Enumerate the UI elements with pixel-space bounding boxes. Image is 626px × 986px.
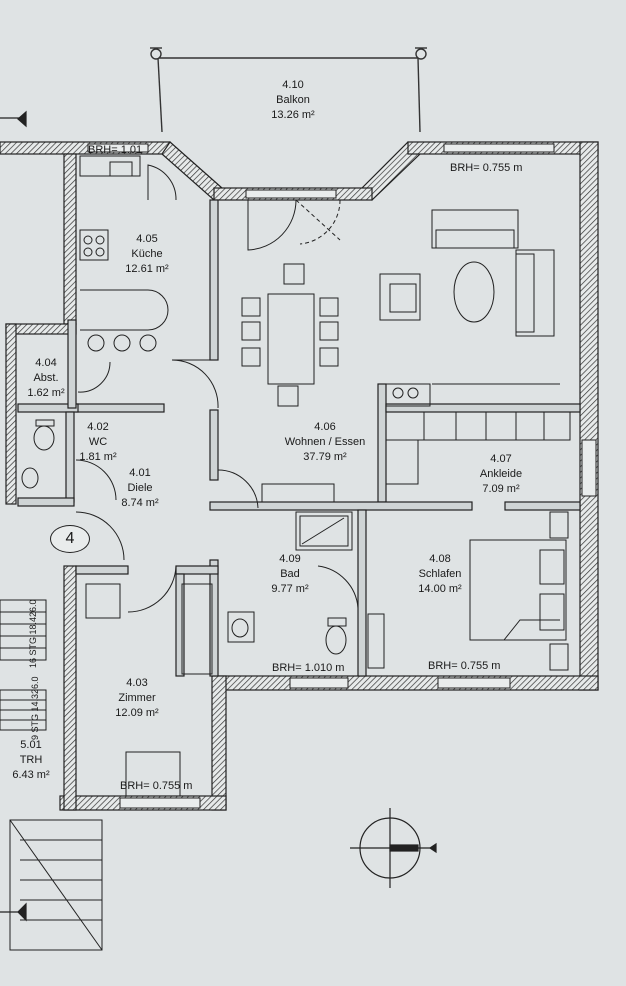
interior-walls bbox=[17, 199, 581, 677]
windows bbox=[87, 143, 597, 809]
room-label-abst: 4.04 Abst. 1.62 m² bbox=[27, 357, 65, 399]
room-label-diele: 4.01 Diele 8.74 m² bbox=[121, 467, 159, 509]
sill-height-bedroom: BRH= 0.755 m bbox=[428, 660, 501, 672]
sill-height-living: BRH= 0.755 m bbox=[450, 162, 523, 174]
dining-set bbox=[241, 263, 339, 407]
room-label-balkon: 4.10 Balkon 13.26 m² bbox=[271, 79, 315, 121]
sill-height-bath: BRH= 1.010 m bbox=[272, 662, 345, 674]
room-label-ankleide: 4.07 Ankleide 7.09 m² bbox=[479, 453, 523, 495]
room-label-schlafen: 4.08 Schlafen 14.00 m² bbox=[418, 553, 462, 595]
room-label-zimmer: 4.03 Zimmer 12.09 m² bbox=[115, 677, 159, 719]
wardrobe bbox=[385, 411, 571, 485]
room-furniture bbox=[85, 583, 213, 797]
room-label-wohnen: 4.06 Wohnen / Essen 37.79 m² bbox=[284, 421, 366, 463]
bed bbox=[469, 511, 569, 671]
kitchen-fixtures bbox=[79, 155, 169, 352]
room-label-trh: 5.01 TRH 6.43 m² bbox=[12, 739, 50, 781]
living-sofa-set bbox=[261, 209, 560, 503]
room-label-wc: 4.02 WC 1.81 m² bbox=[79, 421, 117, 463]
bath-fixtures bbox=[227, 511, 385, 669]
room-label-kueche: 4.05 Küche 12.61 m² bbox=[125, 233, 169, 275]
wc-fixtures bbox=[21, 419, 55, 489]
sill-height-kitchen: BRH= 1.01 bbox=[88, 144, 143, 156]
staircase bbox=[0, 599, 103, 951]
room-label-bad: 4.09 Bad 9.77 m² bbox=[271, 553, 309, 595]
stair-label-upper: 16 STG 18.426.0 bbox=[28, 599, 38, 668]
sill-height-room: BRH= 0.755 m bbox=[120, 780, 193, 792]
compass-north-icon bbox=[350, 808, 437, 888]
balcony-outline bbox=[150, 47, 427, 133]
doors bbox=[75, 164, 359, 613]
unit-number-badge: 4 bbox=[50, 525, 90, 553]
section-marker-icon bbox=[0, 110, 27, 922]
stair-label-lower: 9 STG 14.326.0 bbox=[30, 676, 40, 740]
